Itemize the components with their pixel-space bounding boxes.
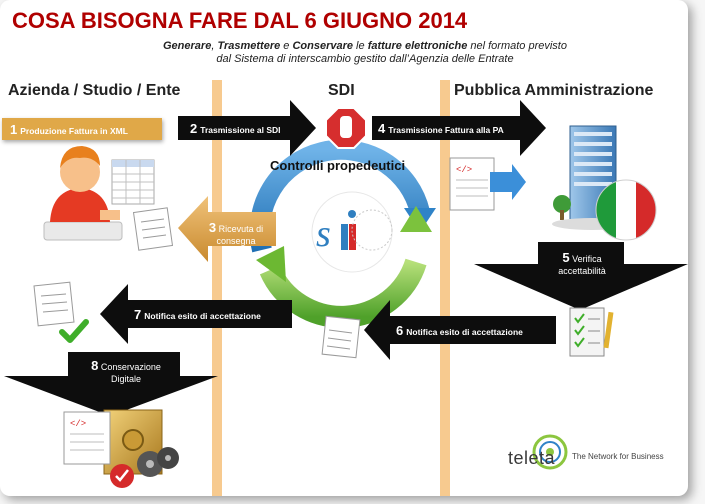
checklist-icon <box>570 308 613 356</box>
safe-icon: </> <box>64 410 179 488</box>
stop-hand-icon <box>326 108 366 148</box>
column-header-center: SDI <box>328 82 355 100</box>
column-header-left: Azienda / Studio / Ente <box>8 82 180 100</box>
page-title: COSA BISOGNA FARE DAL 6 GIUGNO 2014 <box>12 8 467 34</box>
italy-flag-icon <box>596 180 656 240</box>
receipt-icon <box>322 316 360 357</box>
xml-document-icon: </> <box>450 158 526 210</box>
column-header-right: Pubblica Amministrazione <box>454 82 653 100</box>
svg-text:</>: </> <box>456 165 472 175</box>
center-label: Controlli propedeutici <box>270 158 405 173</box>
svg-text:s: s <box>316 213 331 255</box>
receipt-icon <box>34 282 74 326</box>
page-subtitle: Generare, Trasmettere e Conservare le fa… <box>140 40 590 66</box>
spreadsheet-icon <box>112 160 154 204</box>
receipt-icon <box>134 208 173 250</box>
brand-logo-text: teleta <box>508 448 555 469</box>
svg-text:</>: </> <box>70 419 86 429</box>
person-icon <box>44 146 122 240</box>
checkmark-icon <box>62 322 86 340</box>
sdi-logo: s <box>312 192 392 272</box>
brand-tagline: The Network for Business <box>572 452 664 461</box>
